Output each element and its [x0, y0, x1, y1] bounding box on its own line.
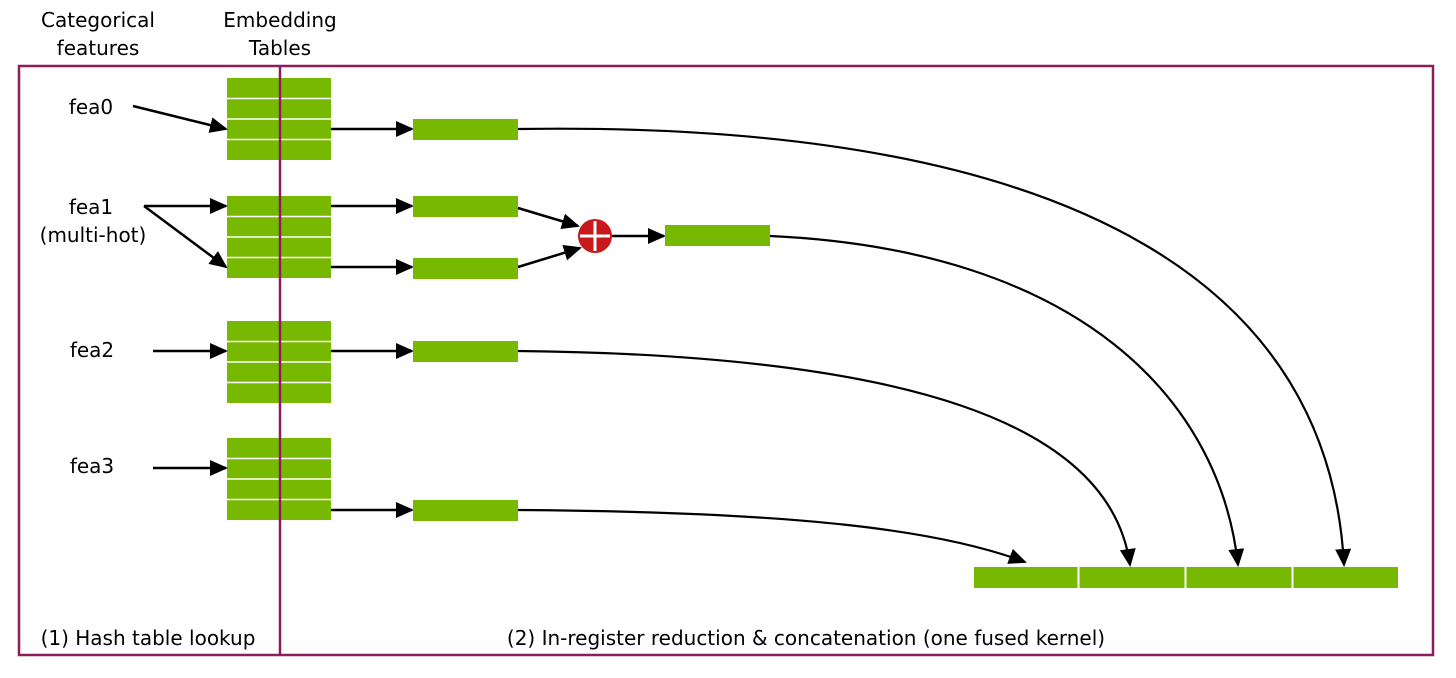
feature-label-fea1: fea1 [69, 195, 113, 219]
arrow-vector-a-to-reduce [517, 206, 580, 230]
embedding-tables-header-line2: Tables [248, 36, 311, 60]
feature-label-fea0: fea0 [69, 95, 113, 119]
curve-fea1-to-output [769, 234, 1245, 567]
categorical-features-header-line2: features [57, 36, 140, 60]
feature-label-fea3: fea3 [70, 454, 114, 478]
embedding-vector-fea1-b [413, 258, 518, 279]
arrow-vector-b-to-reduce [517, 245, 582, 269]
curve-fea0-to-output [517, 127, 1352, 567]
circled-plus-icon [578, 219, 612, 253]
embedding-vector-fea1-a [413, 196, 518, 217]
embedding-vector-fea2 [413, 341, 518, 362]
section-caption-reduction: (2) In-register reduction & concatenatio… [507, 626, 1105, 650]
curve-fea3-to-output [517, 508, 1027, 564]
embedding-vector-fea0 [413, 119, 518, 140]
arrow-fea1-to-table-row2 [143, 204, 228, 269]
concatenated-output-vector [974, 567, 1398, 588]
embedding-tables-header-line1: Embedding [223, 8, 336, 32]
reduced-vector-fea1 [665, 225, 770, 246]
feature-label-fea2: fea2 [70, 338, 114, 362]
section-caption-lookup: (1) Hash table lookup [41, 626, 256, 650]
embedding-vector-fea3 [413, 500, 518, 521]
curve-fea2-to-output [517, 349, 1136, 567]
categorical-features-header-line1: Categorical [41, 8, 155, 32]
arrow-fea0-to-table [132, 104, 228, 133]
outer-frame [17, 64, 1435, 657]
feature-note-fea1: (multi-hot) [40, 223, 147, 247]
